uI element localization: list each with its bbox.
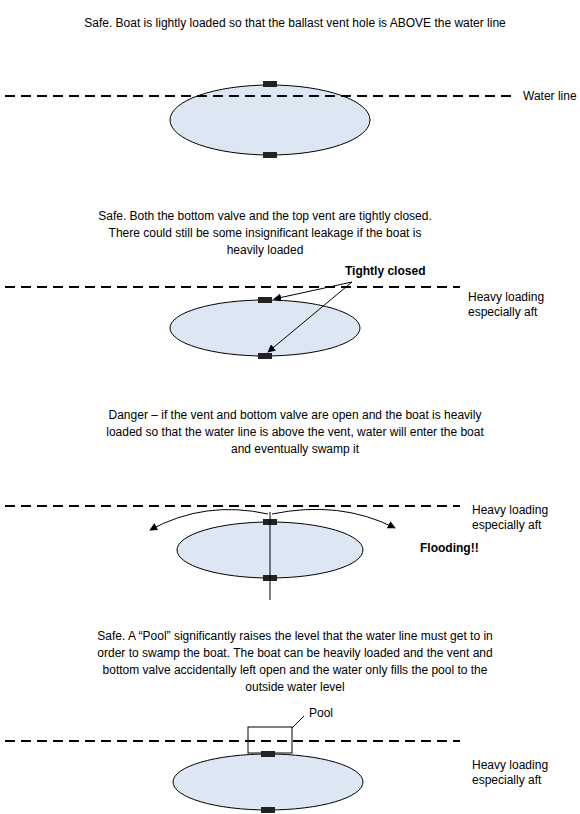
water-line [5, 286, 460, 288]
leader-arrow [274, 282, 352, 299]
loading-note: Heavy loading especially aft [472, 758, 572, 788]
hull-outline: Safe. Both the bottom valve and the top … [58, 195, 536, 345]
panel-caption: Danger – if the vent and bottom valve ar… [100, 407, 490, 458]
flooding-label: Flooding!! [420, 541, 479, 556]
water-path [270, 512, 271, 600]
vent [261, 751, 275, 757]
loading-note-holder: Heavy loading especially aft [472, 758, 572, 788]
hull-outline: Safe. A “Pool” significantly raises the … [55, 612, 535, 782]
hull-line [59, 195, 536, 345]
water-line-label-holder: Water line [523, 89, 577, 104]
pool-label-holder: Pool [309, 706, 333, 721]
callout-label: Tightly closed [345, 264, 425, 279]
vent [258, 297, 272, 303]
water-line-label: Water line [523, 89, 577, 104]
hull-outline: Danger – if the vent and bottom valve ar… [55, 393, 535, 558]
loading-note: Heavy loading especially aft [472, 503, 572, 533]
ballast-tank [170, 300, 360, 356]
flood-arrow [150, 510, 268, 530]
bottom-valve [261, 807, 275, 813]
bottom-valve [263, 152, 277, 158]
flood-arrow [272, 509, 395, 528]
panel-caption: Safe. A “Pool” significantly raises the … [85, 628, 505, 696]
leader-arrow [268, 282, 352, 352]
flooding-label-holder: Flooding!! [420, 541, 479, 556]
loading-note: Heavy loading especially aft [468, 290, 568, 320]
panel-caption: Safe. Both the bottom valve and the top … [95, 208, 435, 259]
loading-note-holder: Heavy loading especially aft [468, 290, 568, 320]
water-line [5, 740, 460, 742]
ballast-tank [173, 754, 363, 810]
hull-line [56, 0, 535, 140]
leader-line [292, 716, 304, 728]
bottom-valve [258, 353, 272, 359]
water-line [5, 95, 515, 97]
panel-caption: Safe. Boat is lightly loaded so that the… [75, 15, 515, 32]
loading-note-holder: Heavy loading especially aft [472, 503, 572, 533]
hull-line [56, 612, 535, 782]
hull-outline: Safe. Boat is lightly loaded so that the… [55, 0, 535, 140]
hull-line [56, 393, 535, 558]
water-line [5, 505, 460, 507]
pool-label: Pool [309, 706, 333, 721]
callout-label-holder: Tightly closed [345, 264, 425, 279]
vent [263, 81, 277, 87]
